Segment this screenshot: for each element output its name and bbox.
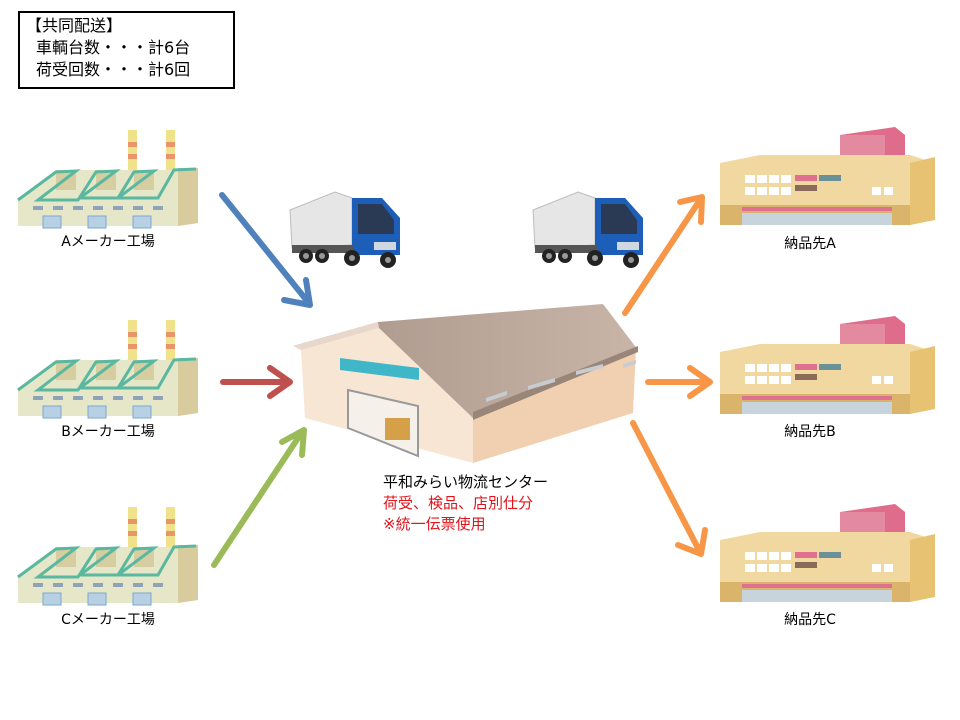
center-note: ※統一伝票使用 [383, 515, 486, 533]
joint-delivery-info-box: 【共同配送】 車輌台数・・・計6台 荷受回数・・・計6回 [18, 11, 235, 89]
warehouse-icon [293, 304, 638, 463]
destination-c-store-icon [720, 504, 935, 602]
destination-a-store-icon [720, 127, 935, 225]
arrow-center-to-destination-a [622, 194, 705, 316]
inbound-truck-icon [289, 191, 400, 268]
info-box-receiving-count: 荷受回数・・・計6回 [36, 60, 191, 79]
distribution-center-text: 平和みらい物流センター 荷受、検品、店別仕分 ※統一伝票使用 [383, 472, 548, 535]
arrow-factory-a-to-center [219, 192, 313, 308]
destination-b-store-icon [720, 316, 935, 414]
factory-a-label: Aメーカー工場 [61, 234, 155, 250]
destination-a-label: 納品先A [784, 236, 836, 252]
arrow-factory-b-to-center [220, 365, 293, 399]
destination-b-label: 納品先B [784, 424, 836, 440]
destination-c-label: 納品先C [784, 612, 836, 628]
factory-b-icon [17, 320, 198, 419]
info-box-title: 【共同配送】 [26, 16, 123, 35]
factory-c-icon [17, 507, 198, 606]
center-name: 平和みらい物流センター [383, 473, 549, 491]
factory-b-label: Bメーカー工場 [61, 424, 155, 440]
arrow-center-to-destination-c [630, 420, 708, 557]
factory-c-label: Cメーカー工場 [61, 612, 155, 628]
info-box-vehicle-count: 車輌台数・・・計6台 [36, 38, 191, 57]
center-process: 荷受、検品、店別仕分 [383, 494, 534, 512]
arrow-factory-c-to-center [211, 427, 307, 568]
outbound-truck-icon [532, 191, 643, 268]
factory-a-icon [17, 130, 198, 229]
arrow-center-to-destination-b [645, 365, 713, 399]
